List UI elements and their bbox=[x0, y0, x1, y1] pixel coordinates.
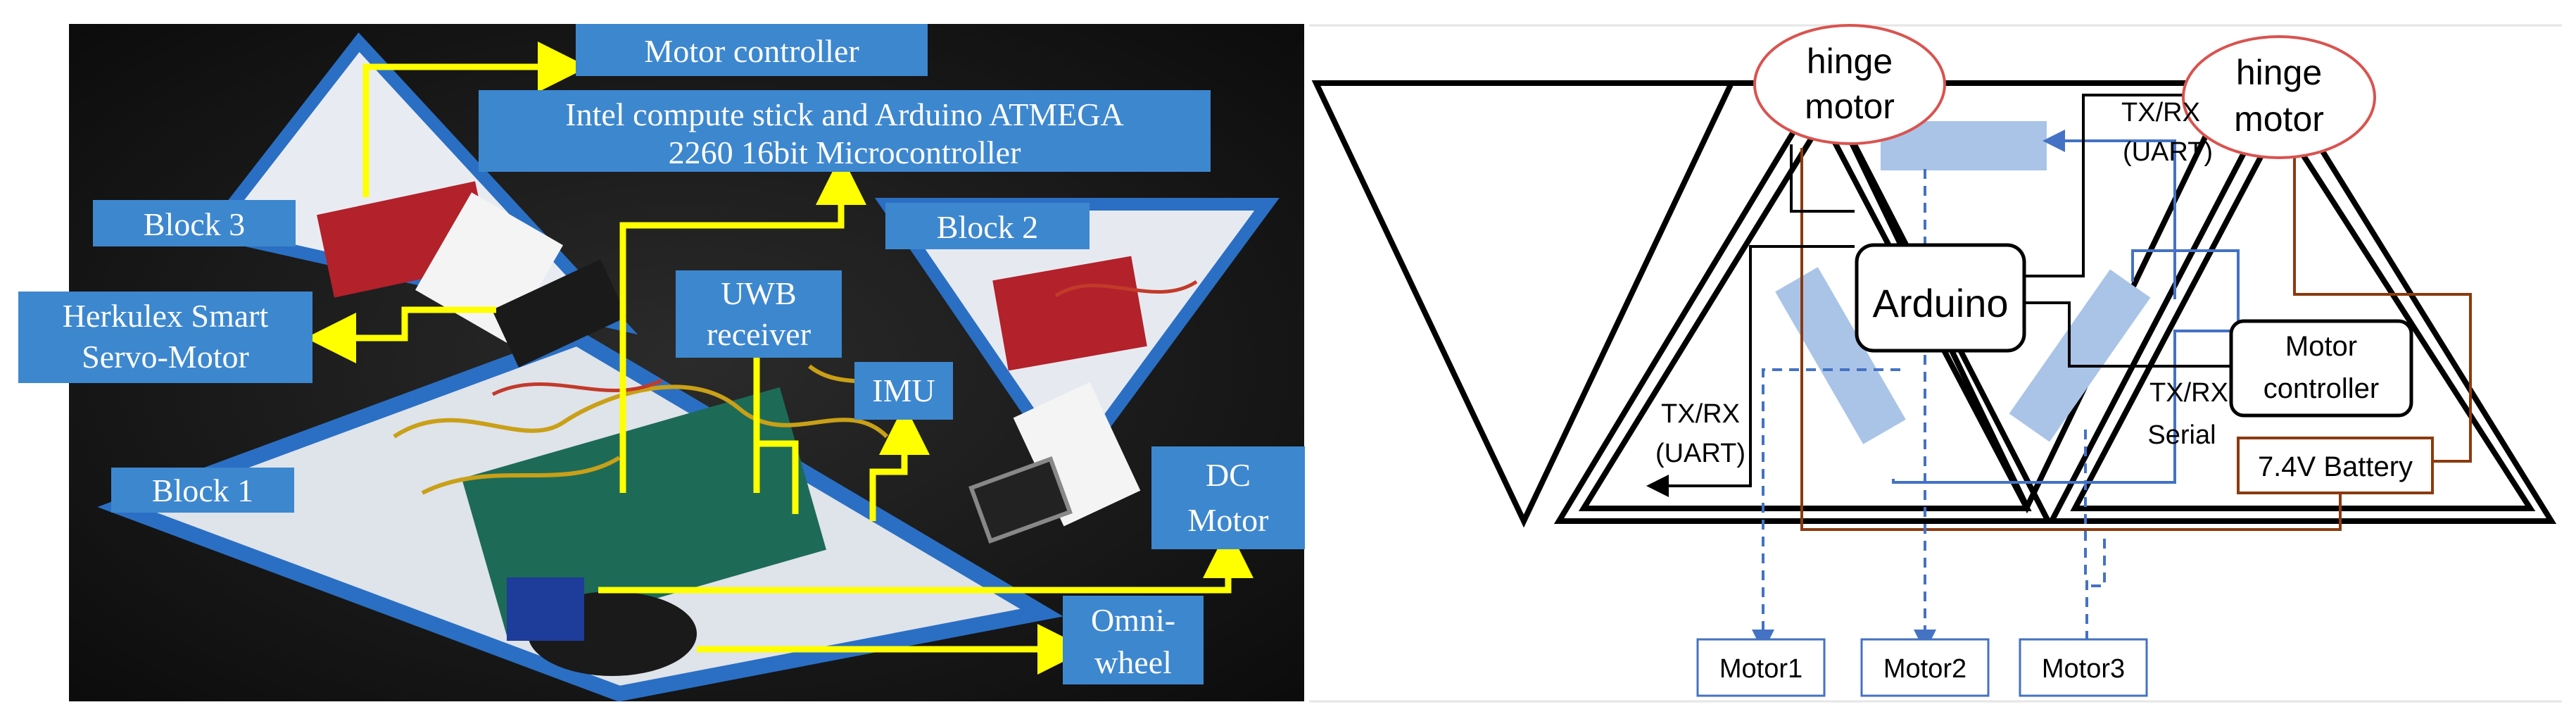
txrx-top-line1: TX/RX bbox=[2121, 98, 2200, 127]
label-intel-line1: Intel compute stick and Arduino ATMEGA bbox=[565, 96, 1123, 132]
hinge-left-line2: motor bbox=[1805, 87, 1895, 126]
photo-labels: Motor controller Intel compute stick and… bbox=[18, 24, 1305, 684]
motor3-label: Motor3 bbox=[2042, 654, 2125, 684]
txrx-serial-line2: Serial bbox=[2147, 420, 2216, 450]
arrow-intel bbox=[619, 154, 866, 493]
arrow-imu-2 bbox=[869, 404, 930, 521]
serial-lines bbox=[1892, 130, 2240, 484]
motor-controller-line1: Motor bbox=[2285, 331, 2357, 362]
battery-pack bbox=[507, 577, 584, 641]
control-lines bbox=[1646, 84, 2231, 497]
label-motor-controller: Motor controller bbox=[644, 33, 859, 69]
label-uwb-line1: UWB bbox=[721, 275, 796, 311]
motor2-label: Motor2 bbox=[1883, 654, 1966, 684]
hinge-left-line1: hinge bbox=[1807, 42, 1893, 81]
txrx-top-line2: (UART) bbox=[2123, 137, 2213, 167]
label-box-intel bbox=[479, 90, 1211, 172]
triangle-outer-right bbox=[2047, 77, 2557, 524]
block-diagram: hinge motor hinge motor Arduino Motor co… bbox=[1309, 24, 2562, 703]
triangle-inner-right bbox=[2070, 114, 2536, 511]
label-box-dc-motor bbox=[1151, 446, 1305, 549]
label-box-block1 bbox=[111, 468, 294, 513]
motor-dashed-lines bbox=[1752, 169, 2106, 652]
label-box-imu bbox=[854, 362, 953, 420]
dc-motor bbox=[968, 456, 1073, 544]
label-box-motor-controller bbox=[576, 24, 928, 76]
motor-controller-line2: controller bbox=[2264, 373, 2380, 404]
label-omni-line1: Omni- bbox=[1091, 602, 1175, 638]
label-box-uwb bbox=[676, 270, 842, 358]
link-bar-left bbox=[1775, 267, 1906, 444]
motor1-label: Motor1 bbox=[1719, 654, 1802, 684]
arduino-box bbox=[1855, 243, 2026, 353]
label-imu: IMU bbox=[872, 373, 935, 408]
motor3-box bbox=[2019, 638, 2148, 697]
motor2-box bbox=[1860, 638, 1990, 697]
label-servo-line1: Herkulex Smart bbox=[63, 298, 269, 334]
label-intel-line2: 2260 16bit Microcontroller bbox=[669, 134, 1021, 170]
arduino-label: Arduino bbox=[1872, 281, 2008, 325]
label-omni-line2: wheel bbox=[1094, 644, 1172, 680]
txrx-left-line1: TX/RX bbox=[1661, 399, 1740, 429]
arrow-servo bbox=[305, 306, 496, 363]
link-bar-right bbox=[2009, 269, 2151, 442]
label-dc-line2: Motor bbox=[1188, 502, 1269, 538]
hinge-bracket-2 bbox=[1013, 382, 1141, 527]
label-block1: Block 1 bbox=[152, 472, 253, 508]
hinge-motor-left bbox=[1753, 24, 1946, 145]
hinge-right-line2: motor bbox=[2234, 99, 2324, 139]
imu-board bbox=[992, 256, 1147, 371]
label-box-omni-wheel bbox=[1063, 596, 1204, 684]
power-lines bbox=[1800, 148, 2472, 531]
arrow-imu bbox=[757, 440, 799, 514]
label-dc-line1: DC bbox=[1206, 457, 1251, 493]
servo-motor bbox=[491, 259, 628, 368]
arrow-dc-motor bbox=[598, 527, 1254, 594]
motor-controller-box bbox=[2229, 319, 2413, 418]
label-block2: Block 2 bbox=[937, 209, 1038, 245]
battery-box bbox=[2237, 437, 2434, 494]
label-box-block2 bbox=[885, 203, 1090, 249]
robot-photo: Motor controller Intel compute stick and… bbox=[18, 24, 1305, 702]
arrow-motor-controller bbox=[362, 42, 588, 197]
label-servo-line2: Servo-Motor bbox=[82, 339, 249, 375]
label-box-block3 bbox=[93, 200, 296, 246]
photo-arrows bbox=[305, 42, 1254, 675]
hinge-motor-right bbox=[2182, 35, 2376, 159]
txrx-left-line2: (UART) bbox=[1655, 439, 1745, 468]
wires-2 bbox=[491, 280, 1198, 396]
hinge-right-line1: hinge bbox=[2236, 53, 2322, 92]
txrx-serial-line1: TX/RX bbox=[2149, 378, 2228, 408]
battery-label: 7.4V Battery bbox=[2258, 451, 2413, 482]
motor1-box bbox=[1696, 638, 1826, 697]
label-box-servo bbox=[18, 292, 312, 383]
label-block3: Block 3 bbox=[144, 206, 245, 242]
inverted-triangle-left bbox=[1311, 80, 1736, 528]
label-uwb-line2: receiver bbox=[707, 316, 811, 352]
